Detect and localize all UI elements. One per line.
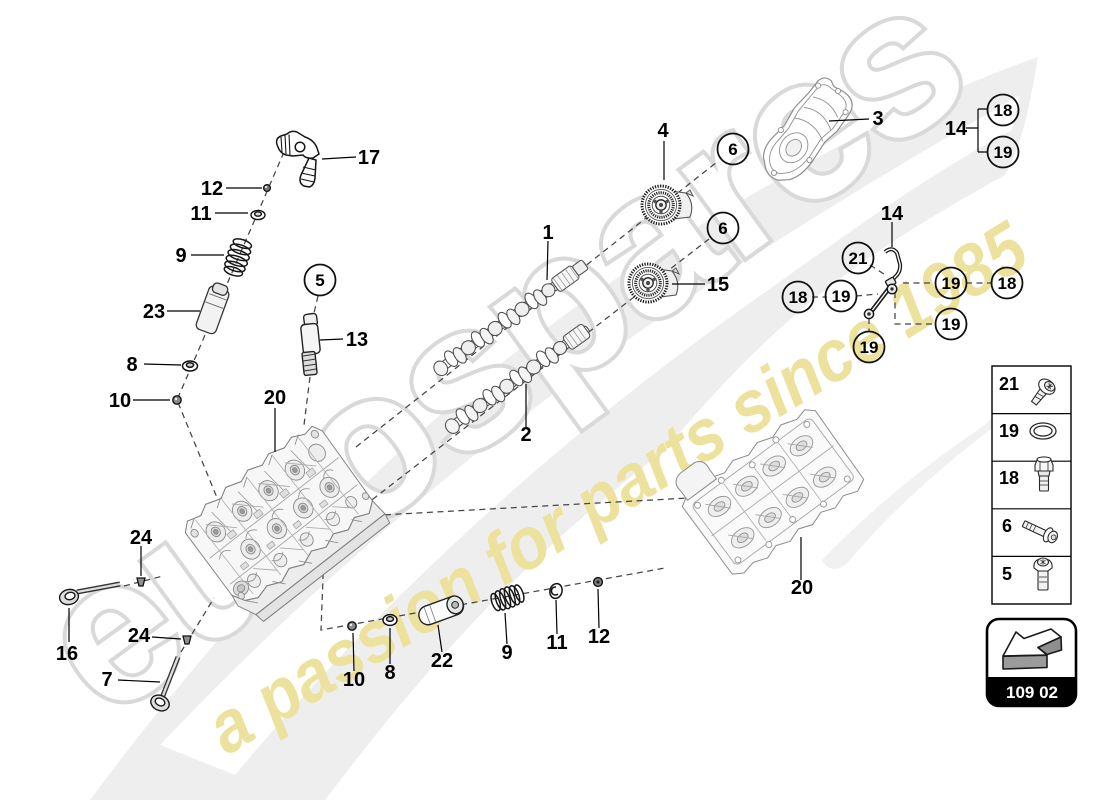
svg-text:6: 6 — [718, 219, 727, 238]
svg-text:14: 14 — [945, 118, 968, 140]
svg-text:9: 9 — [175, 245, 186, 267]
svg-text:21: 21 — [999, 374, 1019, 394]
svg-text:12: 12 — [201, 178, 223, 200]
svg-text:19: 19 — [942, 315, 961, 334]
svg-text:7: 7 — [101, 669, 112, 691]
svg-text:10: 10 — [343, 669, 365, 691]
svg-text:19: 19 — [832, 287, 851, 306]
svg-text:24: 24 — [130, 527, 153, 549]
svg-text:24: 24 — [128, 625, 151, 647]
svg-text:18: 18 — [789, 288, 808, 307]
svg-text:1: 1 — [542, 222, 553, 244]
svg-text:16: 16 — [56, 643, 78, 665]
svg-text:11: 11 — [546, 632, 567, 654]
svg-text:20: 20 — [791, 577, 813, 599]
svg-text:19: 19 — [994, 143, 1013, 162]
svg-text:19: 19 — [942, 274, 961, 293]
svg-text:11: 11 — [190, 203, 211, 225]
svg-text:3: 3 — [872, 108, 883, 130]
svg-text:15: 15 — [707, 274, 729, 296]
svg-text:21: 21 — [849, 249, 868, 268]
svg-text:14: 14 — [881, 203, 904, 225]
svg-text:8: 8 — [384, 662, 395, 684]
svg-text:2: 2 — [520, 424, 531, 446]
svg-text:12: 12 — [588, 626, 610, 648]
svg-text:19: 19 — [999, 421, 1019, 441]
svg-text:19: 19 — [860, 338, 879, 357]
svg-text:9: 9 — [501, 642, 512, 664]
svg-text:18: 18 — [994, 101, 1013, 120]
svg-text:8: 8 — [126, 354, 137, 376]
svg-text:17: 17 — [358, 147, 380, 169]
svg-text:6: 6 — [1002, 516, 1012, 536]
svg-text:18: 18 — [998, 274, 1017, 293]
svg-text:4: 4 — [657, 120, 669, 142]
svg-text:6: 6 — [728, 140, 737, 159]
svg-text:20: 20 — [264, 387, 286, 409]
svg-text:10: 10 — [109, 390, 131, 412]
svg-text:109 02: 109 02 — [1006, 683, 1058, 702]
svg-text:13: 13 — [346, 329, 368, 351]
svg-text:23: 23 — [143, 301, 165, 323]
svg-text:18: 18 — [999, 468, 1019, 488]
svg-text:22: 22 — [431, 650, 453, 672]
svg-text:5: 5 — [1002, 564, 1012, 584]
svg-text:5: 5 — [315, 271, 324, 290]
